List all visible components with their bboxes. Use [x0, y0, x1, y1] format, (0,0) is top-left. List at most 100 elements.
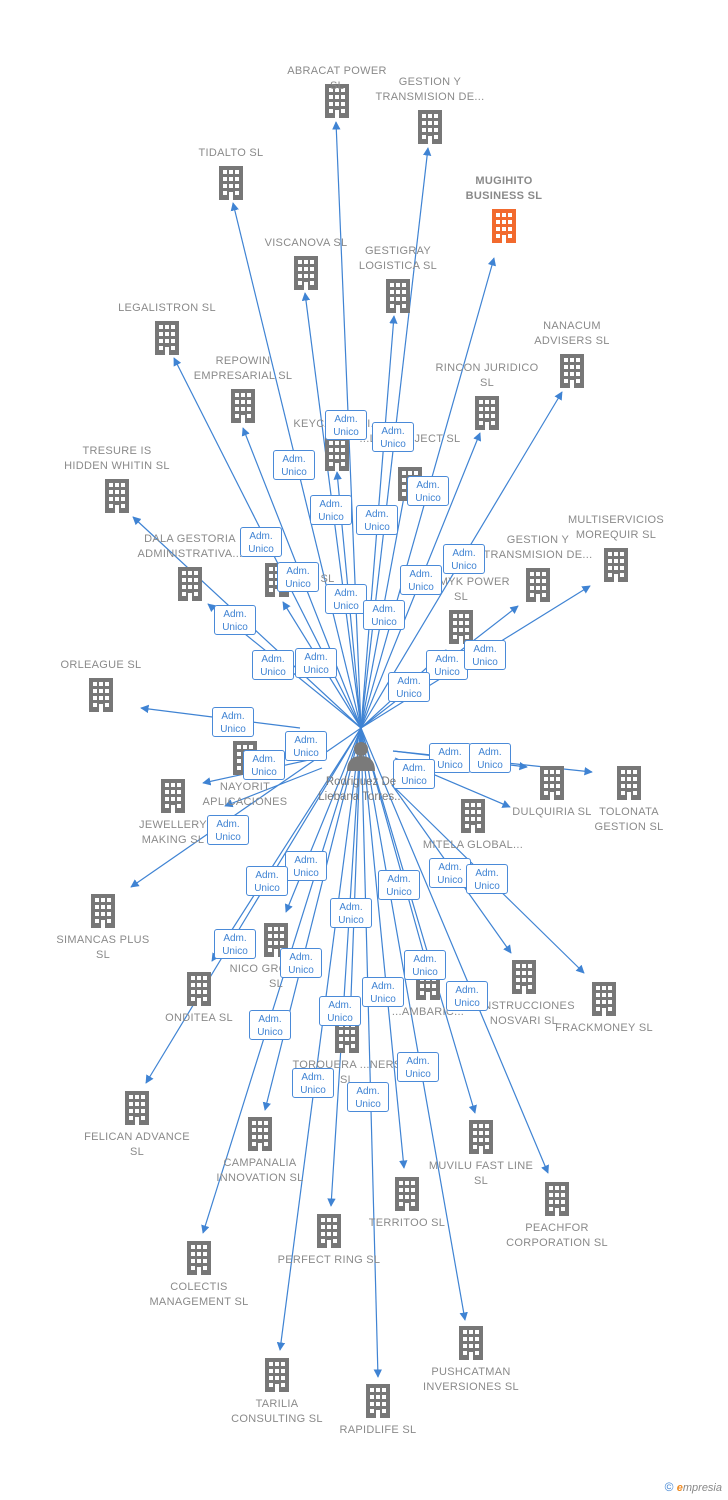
role-badge[interactable]: Adm. Unico — [212, 707, 254, 737]
building-icon-tresure[interactable] — [105, 479, 129, 513]
building-icon-simancas[interactable] — [91, 894, 115, 928]
role-badge[interactable]: Adm. Unico — [393, 759, 435, 789]
company-label-abracat[interactable]: ABRACAT POWER SL — [287, 65, 387, 92]
role-badge[interactable]: Adm. Unico — [407, 476, 449, 506]
role-badge[interactable]: Adm. Unico — [397, 1052, 439, 1082]
role-badge[interactable]: Adm. Unico — [310, 495, 352, 525]
company-label-zambaric[interactable]: ...AMBARIC... — [391, 1006, 465, 1018]
role-badge[interactable]: Adm. Unico — [363, 600, 405, 630]
building-icon-mitela[interactable] — [461, 799, 485, 833]
building-icon-mugihito[interactable] — [492, 209, 516, 243]
building-icon-jewellery[interactable] — [161, 779, 185, 813]
role-badge[interactable]: Adm. Unico — [388, 672, 430, 702]
building-icon-rapidlife[interactable] — [366, 1384, 390, 1418]
role-badge[interactable]: Adm. Unico — [362, 977, 404, 1007]
company-label-muvilu[interactable]: MUVILU FAST LINE SL — [428, 1160, 534, 1187]
role-badge[interactable]: Adm. Unico — [464, 640, 506, 670]
building-icon-osmyk[interactable] — [449, 610, 473, 644]
building-icon-dala[interactable] — [178, 567, 202, 601]
building-icon-multiservicios[interactable] — [604, 548, 628, 582]
role-badge[interactable]: Adm. Unico — [443, 544, 485, 574]
role-badge[interactable]: Adm. Unico — [285, 851, 327, 881]
role-badge[interactable]: Adm. Unico — [214, 605, 256, 635]
building-icon-orleague[interactable] — [89, 678, 113, 712]
building-icon-pushcatman[interactable] — [459, 1326, 483, 1360]
role-badge[interactable]: Adm. Unico — [207, 815, 249, 845]
building-icon-frackmoney[interactable] — [592, 982, 616, 1016]
role-badge[interactable]: Adm. Unico — [400, 565, 442, 595]
company-label-mitela[interactable]: MITELA GLOBAL... — [422, 839, 524, 851]
role-badge[interactable]: Adm. Unico — [280, 948, 322, 978]
company-label-multiservicios[interactable]: MULTISERVICIOS MOREQUIR SL — [567, 514, 665, 541]
company-label-nayorit[interactable]: NAYORIT APLICACIONES — [202, 781, 288, 808]
role-badge[interactable]: Adm. Unico — [319, 996, 361, 1026]
building-icon-repowin[interactable] — [231, 389, 255, 423]
company-label-legalistron[interactable]: LEGALISTRON SL — [118, 302, 216, 314]
role-badge[interactable]: Adm. Unico — [292, 1068, 334, 1098]
building-icon-keycar[interactable] — [325, 437, 349, 471]
role-badge[interactable]: Adm. Unico — [429, 743, 471, 773]
company-label-dulquiria[interactable]: DULQUIRIA SL — [512, 806, 592, 818]
role-badge[interactable]: Adm. Unico — [325, 410, 367, 440]
building-icon-dulquiria[interactable] — [540, 766, 564, 800]
building-icon-viscanova[interactable] — [294, 256, 318, 290]
company-label-tolonata[interactable]: TOLONATA GESTION SL — [594, 806, 664, 833]
role-badge[interactable]: Adm. Unico — [243, 750, 285, 780]
company-label-frackmoney[interactable]: FRACKMONEY SL — [555, 1022, 653, 1034]
role-badge[interactable]: Adm. Unico — [249, 1010, 291, 1040]
building-icon-construcciones[interactable] — [512, 960, 536, 994]
building-icon-perfect[interactable] — [317, 1214, 341, 1248]
building-icon-colectis[interactable] — [187, 1241, 211, 1275]
role-badge[interactable]: Adm. Unico — [325, 584, 367, 614]
company-label-pushcatman[interactable]: PUSHCATMAN INVERSIONES SL — [423, 1366, 519, 1393]
building-icon-tolonata[interactable] — [617, 766, 641, 800]
company-label-gestion2[interactable]: GESTION Y TRANSMISION DE... — [483, 534, 593, 561]
role-badge[interactable]: Adm. Unico — [285, 731, 327, 761]
building-icon-tarilia[interactable] — [265, 1358, 289, 1392]
role-badge[interactable]: Adm. Unico — [372, 422, 414, 452]
role-badge[interactable]: Adm. Unico — [347, 1082, 389, 1112]
company-label-rincon[interactable]: RINCON JURIDICO SL — [435, 362, 539, 389]
company-label-mugihito[interactable]: MUGIHITO BUSINESS SL — [465, 175, 543, 202]
company-label-dala[interactable]: DALA GESTORIA ADMINISTRATIVA... — [137, 533, 243, 560]
role-badge[interactable]: Adm. Unico — [214, 929, 256, 959]
role-badge[interactable]: Adm. Unico — [356, 505, 398, 535]
building-icon-legalistron[interactable] — [155, 321, 179, 355]
company-label-orleague[interactable]: ORLEAGUE SL — [60, 659, 142, 671]
company-label-tresure[interactable]: TRESURE IS HIDDEN WHITIN SL — [64, 445, 170, 472]
company-label-felican[interactable]: FELICAN ADVANCE SL — [84, 1131, 190, 1158]
company-label-perfect[interactable]: PERFECT RING SL — [277, 1254, 381, 1266]
role-badge[interactable]: Adm. Unico — [378, 870, 420, 900]
company-label-repowin[interactable]: REPOWIN EMPRESARIAL SL — [193, 355, 293, 382]
building-icon-onditea[interactable] — [187, 972, 211, 1006]
role-badge[interactable]: Adm. Unico — [240, 527, 282, 557]
role-badge[interactable]: Adm. Unico — [469, 743, 511, 773]
company-label-onditea[interactable]: ONDITEA SL — [165, 1012, 233, 1024]
role-badge[interactable]: Adm. Unico — [426, 650, 468, 680]
role-badge[interactable]: Adm. Unico — [295, 648, 337, 678]
role-badge[interactable]: Adm. Unico — [466, 864, 508, 894]
building-icon-peachfor[interactable] — [545, 1182, 569, 1216]
role-badge[interactable]: Adm. Unico — [446, 981, 488, 1011]
company-label-simancas[interactable]: SIMANCAS PLUS SL — [56, 934, 150, 961]
building-icon-muvilu[interactable] — [469, 1120, 493, 1154]
building-icon-gestion1[interactable] — [418, 110, 442, 144]
company-label-campanalia[interactable]: CAMPANALIA INNOVATION SL — [216, 1157, 304, 1184]
company-label-tidalto[interactable]: TIDALTO SL — [198, 147, 264, 159]
company-label-jewellery[interactable]: JEWELLERY MAKING SL — [139, 819, 207, 846]
role-badge[interactable]: Adm. Unico — [277, 562, 319, 592]
role-badge[interactable]: Adm. Unico — [330, 898, 372, 928]
company-label-gestion1[interactable]: GESTION Y TRANSMISION DE... — [375, 76, 485, 103]
building-icon-campanalia[interactable] — [248, 1117, 272, 1151]
building-icon-gestigray[interactable] — [386, 279, 410, 313]
company-label-peachfor[interactable]: PEACHFOR CORPORATION SL — [506, 1222, 608, 1249]
company-label-colectis[interactable]: COLECTIS MANAGEMENT SL — [149, 1281, 249, 1308]
company-label-nanacum[interactable]: NANACUM ADVISERS SL — [534, 320, 610, 347]
center-person-name[interactable]: Rodriguez De Liebana Torres... — [318, 776, 404, 803]
role-badge[interactable]: Adm. Unico — [404, 950, 446, 980]
building-icon-territoo[interactable] — [395, 1177, 419, 1211]
building-icon-gestion2[interactable] — [526, 568, 550, 602]
company-label-viscanova[interactable]: VISCANOVA SL — [264, 237, 348, 249]
company-label-rapidlife[interactable]: RAPIDLIFE SL — [339, 1424, 417, 1436]
building-icon-tidalto[interactable] — [219, 166, 243, 200]
